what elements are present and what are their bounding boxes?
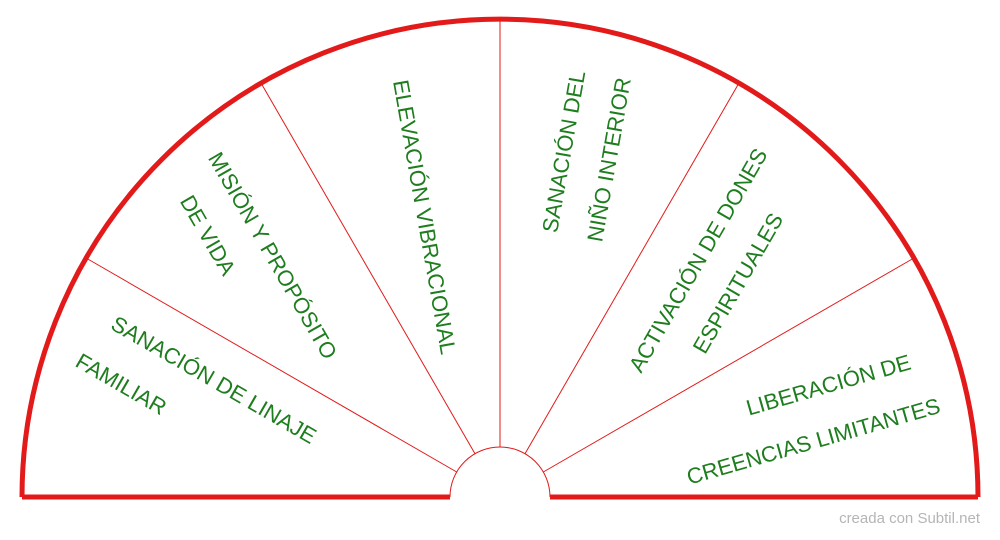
- segment-divider-line: [524, 82, 740, 454]
- credit-text: creada con Subtil.net: [839, 510, 980, 527]
- segment-label-elevacion: ELEVACIÓN VIBRACIONAL: [388, 78, 461, 356]
- inner-hub-arc: [449, 446, 551, 498]
- segment-label-line: NIÑO INTERIOR: [582, 76, 635, 244]
- segment-label-creencias: LIBERACIÓN DE CREENCIAS LIMITANTES: [684, 350, 943, 490]
- segment-divider-line: [260, 82, 476, 454]
- segment-label-line: CREENCIAS LIMITANTES: [684, 393, 943, 489]
- outer-semicircle-arc: [19, 16, 981, 498]
- segment-label-line: ELEVACIÓN VIBRACIONAL: [388, 78, 461, 356]
- segment-dividers: [85, 19, 915, 473]
- segment-label-line: SANACIÓN DEL: [537, 69, 590, 235]
- segment-divider-line: [85, 257, 457, 473]
- segment-label-nino: SANACIÓN DEL NIÑO INTERIOR: [537, 69, 636, 244]
- segment-label-dones: ACTIVACIÓN DE DONES ESPIRITUALES: [624, 144, 788, 376]
- segment-divider-line: [543, 257, 915, 473]
- segment-label-linaje: SANACIÓN DE LINAJE FAMILIAR: [72, 311, 321, 449]
